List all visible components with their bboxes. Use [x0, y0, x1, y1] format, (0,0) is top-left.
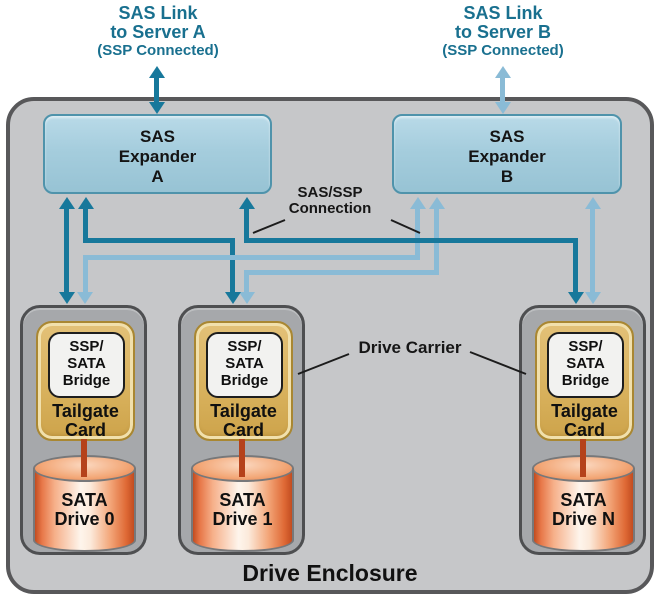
- link-b-carrier-0: [83, 255, 88, 294]
- sas-expander-a: SAS Expander A: [43, 114, 272, 194]
- server-a-arrow-icon: [149, 102, 165, 114]
- sas-link-a-line2: to Server A: [110, 22, 206, 42]
- drive-carrier-n: SSP/ SATA Bridge Tailgate Card SATA Driv…: [519, 305, 646, 555]
- link-b-carrier-1: [244, 270, 249, 294]
- tailgate-card-n: SSP/ SATA Bridge Tailgate Card: [535, 321, 634, 441]
- link-b-carrier-1: [244, 270, 439, 275]
- drive-connector-1: [239, 439, 245, 477]
- expander-b-line2: Expander: [468, 147, 546, 166]
- link-a-carrier-1: [230, 238, 235, 294]
- tailgate-1-line1: Tailgate: [210, 401, 277, 421]
- bridge-0-line1: SSP/: [69, 338, 104, 355]
- expander-a-arrow-icon: [59, 197, 75, 209]
- server-a-arrow-icon: [149, 66, 165, 78]
- tailgate-card-0: SSP/ SATA Bridge Tailgate Card: [36, 321, 135, 441]
- sas-ssp-connection-label: SAS/SSP Connection: [268, 185, 392, 217]
- drive-carrier-1: SSP/ SATA Bridge Tailgate Card SATA Driv…: [178, 305, 305, 555]
- drive-label-n: SATA Drive N: [532, 491, 635, 529]
- drive-carrier-label: Drive Carrier: [358, 338, 462, 357]
- expander-a-arrow-icon: [239, 197, 255, 209]
- link-a-carrier-0: [64, 207, 69, 294]
- connection-label-line2: Connection: [288, 200, 372, 217]
- ssp-sata-bridge-0: SSP/ SATA Bridge: [48, 332, 125, 398]
- drive-0-line2: Drive 0: [54, 509, 115, 529]
- expander-a-line1: SAS: [140, 127, 175, 146]
- link-b-carrier-0: [83, 255, 420, 260]
- expander-b-arrow-icon: [429, 197, 445, 209]
- carrier-0-arrow-icon: [77, 292, 93, 304]
- link-a-carrier-n: [573, 238, 578, 294]
- expander-a-line2: Expander: [118, 147, 197, 166]
- tailgate-card-1: SSP/ SATA Bridge Tailgate Card: [194, 321, 293, 441]
- expander-a-arrow-icon: [78, 197, 94, 209]
- sas-link-b-line2: to Server B: [454, 22, 552, 42]
- tailgate-label-1: Tailgate Card: [196, 402, 291, 440]
- carrier-1-arrow-icon: [225, 292, 241, 304]
- expander-b-arrow-icon: [410, 197, 426, 209]
- drive-cylinder-body: [532, 468, 635, 552]
- sas-link-a-line1: SAS Link: [118, 3, 198, 23]
- connection-label-line1: SAS/SSP: [297, 184, 363, 201]
- link-a-carrier-n: [244, 238, 578, 243]
- sas-link-b-line1: SAS Link: [463, 3, 543, 23]
- bridge-n-line3: Bridge: [561, 372, 610, 389]
- expander-b-line1: SAS: [489, 127, 525, 146]
- bridge-n-line1: SSP/: [568, 338, 603, 355]
- carrier-0-arrow-icon: [59, 292, 75, 304]
- bridge-1-line1: SSP/: [227, 338, 262, 355]
- drive-n-line1: SATA: [560, 490, 607, 510]
- drive-connector-n: [580, 439, 586, 477]
- carrier-n-arrow-icon: [585, 292, 601, 304]
- sas-link-server-b-label: SAS Link to Server B (SSP Connected): [383, 4, 623, 60]
- drive-carrier-0: SSP/ SATA Bridge Tailgate Card SATA Driv…: [20, 305, 147, 555]
- drive-cylinder-body: [33, 468, 136, 552]
- ssp-sata-bridge-n: SSP/ SATA Bridge: [547, 332, 624, 398]
- server-b-arrow-icon: [495, 102, 511, 114]
- bridge-0-line2: SATA: [67, 355, 106, 372]
- server-b-link-line: [500, 76, 505, 104]
- sata-drive-1: SATA Drive 1: [191, 455, 294, 552]
- tailgate-label-0: Tailgate Card: [38, 402, 133, 440]
- drive-connector-0: [81, 439, 87, 477]
- bridge-1-line2: SATA: [225, 355, 264, 372]
- carrier-n-arrow-icon: [568, 292, 584, 304]
- bridge-0-line3: Bridge: [62, 372, 111, 389]
- link-a-carrier-1: [83, 238, 235, 243]
- tailgate-n-line1: Tailgate: [551, 401, 618, 421]
- drive-1-line2: Drive 1: [212, 509, 273, 529]
- sas-link-a-line3: (SSP Connected): [97, 42, 219, 59]
- carrier-1-arrow-icon: [239, 292, 255, 304]
- drive-cylinder-body: [191, 468, 294, 552]
- drive-label-1: SATA Drive 1: [191, 491, 294, 529]
- link-b-carrier-0: [415, 207, 420, 259]
- bridge-n-line2: SATA: [566, 355, 605, 372]
- tailgate-0-line1: Tailgate: [52, 401, 119, 421]
- drive-label-0: SATA Drive 0: [33, 491, 136, 529]
- drive-enclosure-title: Drive Enclosure: [242, 560, 418, 586]
- expander-b-line3: B: [500, 167, 514, 186]
- bridge-1-line3: Bridge: [220, 372, 269, 389]
- sas-expander-b: SAS Expander B: [392, 114, 622, 194]
- tailgate-0-line2: Card: [64, 420, 106, 440]
- drive-1-line1: SATA: [219, 490, 266, 510]
- link-a-carrier-1: [83, 207, 88, 243]
- tailgate-label-n: Tailgate Card: [537, 402, 632, 440]
- sas-link-server-a-label: SAS Link to Server A (SSP Connected): [38, 4, 278, 60]
- drive-0-line1: SATA: [61, 490, 108, 510]
- expander-a-line3: A: [151, 167, 164, 186]
- server-b-arrow-icon: [495, 66, 511, 78]
- link-b-carrier-n: [590, 207, 595, 294]
- ssp-sata-bridge-1: SSP/ SATA Bridge: [206, 332, 283, 398]
- sas-link-b-line3: (SSP Connected): [442, 42, 564, 59]
- drive-n-line2: Drive N: [551, 509, 616, 529]
- tailgate-1-line2: Card: [222, 420, 264, 440]
- server-a-link-line: [154, 76, 159, 104]
- expander-b-arrow-icon: [585, 197, 601, 209]
- tailgate-n-line2: Card: [563, 420, 605, 440]
- link-a-carrier-n: [244, 207, 249, 243]
